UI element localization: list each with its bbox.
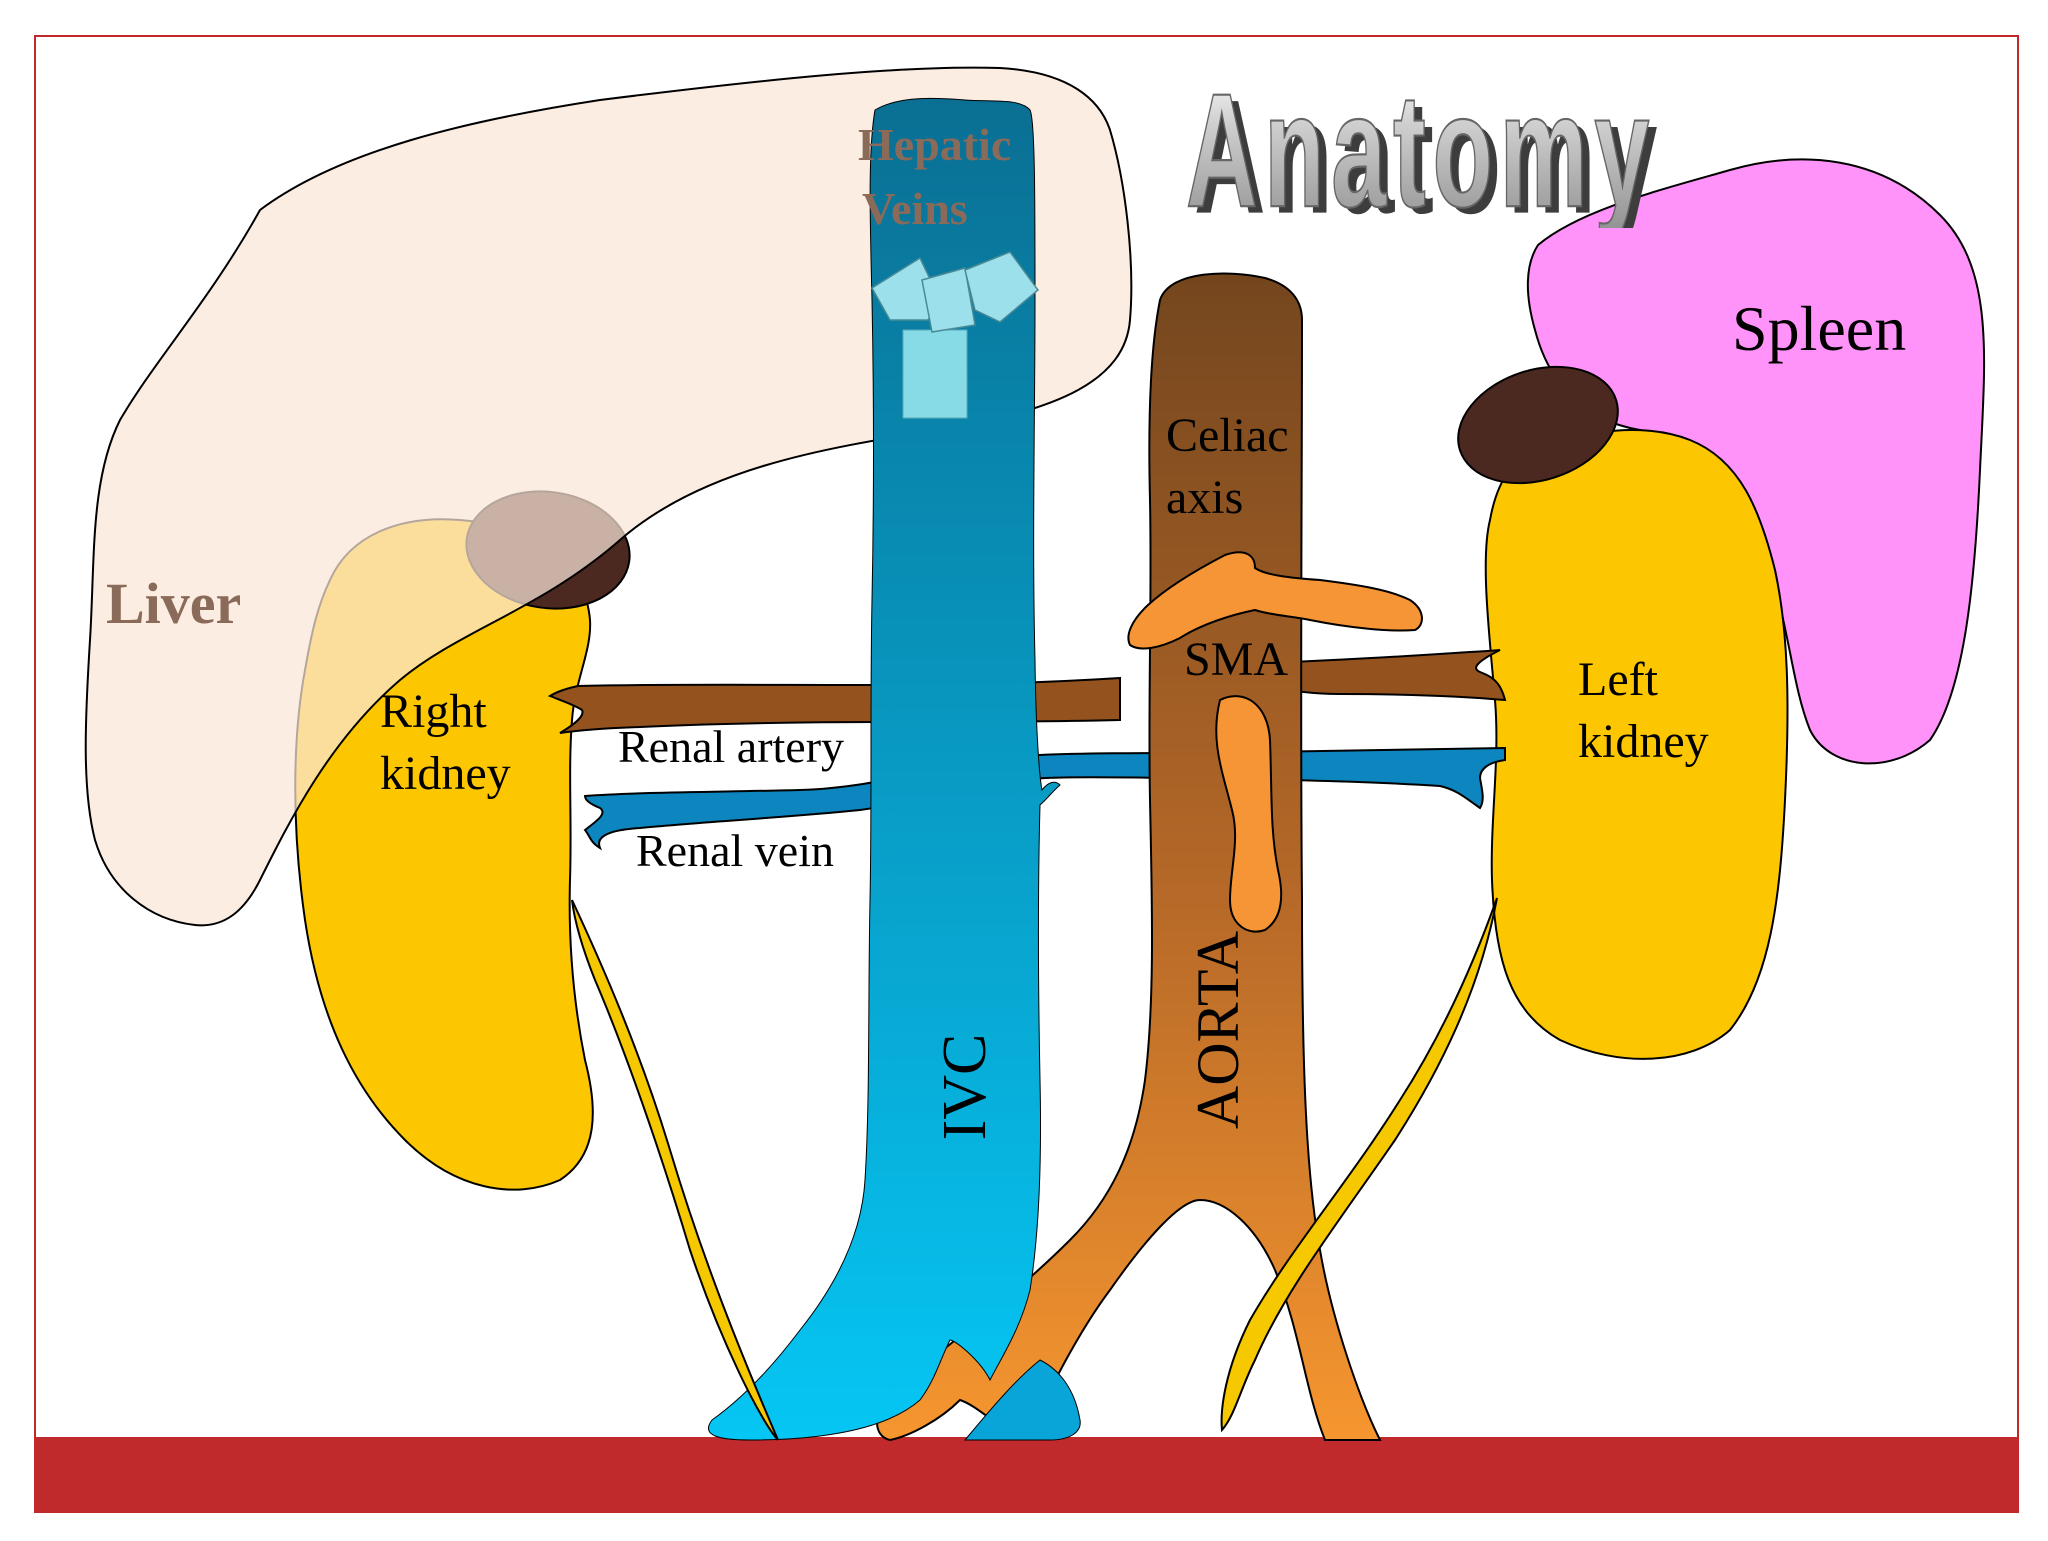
ivc-shape bbox=[708, 97, 1061, 1441]
left-renal-artery-shape bbox=[1289, 649, 1507, 702]
renal-vein-label: Renal vein bbox=[636, 825, 834, 876]
right-kidney-label-line1: Right bbox=[380, 685, 487, 738]
liver-label: Liver bbox=[106, 571, 242, 636]
right-kidney-label-line2: kidney bbox=[380, 747, 511, 800]
bottom-bar bbox=[35, 1437, 2018, 1511]
title-shadow: Anatomy bbox=[1194, 67, 1664, 228]
hepatic-vein-middle-shape bbox=[921, 267, 976, 333]
sma-shape bbox=[1215, 695, 1283, 933]
hepatic-vein-right-shape bbox=[964, 251, 1040, 323]
sma-label: SMA bbox=[1184, 633, 1289, 686]
left-kidney-label-line1: Left bbox=[1578, 653, 1658, 706]
diagram-title: Anatomy Anatomy bbox=[1180, 48, 1700, 248]
left-kidney-label-line2: kidney bbox=[1578, 715, 1709, 768]
right-ureter-shape bbox=[571, 899, 779, 1441]
ivc-label: IVC bbox=[931, 1033, 999, 1141]
liver-shape bbox=[84, 66, 1133, 927]
spleen-shape bbox=[1526, 158, 1986, 765]
renal-artery-label: Renal artery bbox=[618, 721, 845, 772]
celiac-axis-label-line1: Celiac bbox=[1166, 409, 1289, 462]
ivc-fragment-shape bbox=[963, 1359, 1081, 1441]
left-ureter-shape bbox=[1220, 897, 1498, 1433]
celiac-branch-shape bbox=[1127, 551, 1423, 650]
left-adrenal-shape bbox=[1457, 365, 1619, 485]
hepatic-veins-label-line1: Hepatic bbox=[858, 119, 1012, 170]
spleen-label: Spleen bbox=[1732, 293, 1907, 364]
aorta-label: AORTA bbox=[1185, 930, 1251, 1130]
celiac-axis-label-line2: axis bbox=[1166, 471, 1244, 524]
hepatic-veins-label-line2: Veins bbox=[862, 183, 968, 234]
title-svg: Anatomy Anatomy bbox=[1185, 60, 1664, 248]
title-text: Anatomy bbox=[1186, 61, 1656, 228]
hepatic-vein-trunk-shape bbox=[902, 329, 968, 419]
